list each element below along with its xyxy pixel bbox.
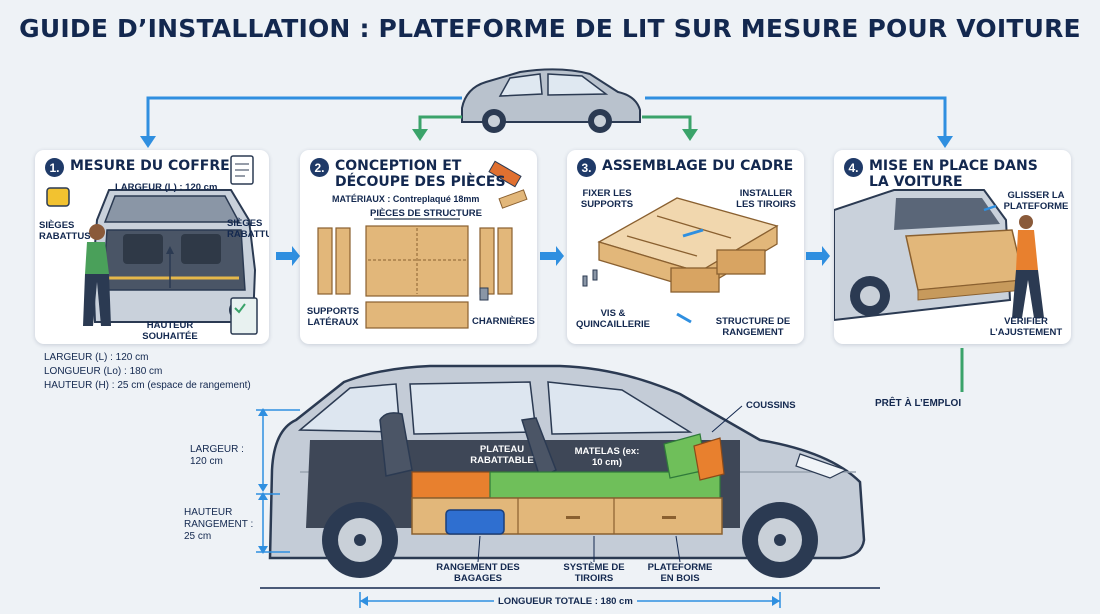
step-3-screws-label: VIS & QUINCAILLERIE bbox=[576, 308, 650, 330]
step-2-title: CONCEPTION ET DÉCOUPE DES PIÈCES bbox=[335, 158, 506, 190]
step-3-title: ASSEMBLAGE DU CADRE bbox=[602, 158, 794, 174]
step-2-number: 2. bbox=[310, 158, 329, 177]
step-4-title: MISE EN PLACE DANS LA VOITURE bbox=[869, 158, 1038, 190]
cushions-label: COUSSINS bbox=[746, 400, 796, 411]
step-1-height-label: HAUTEUR SOUHAITÉE bbox=[142, 320, 198, 342]
step-3-card: 3. ASSEMBLAGE DU CADRE FIXER LES SUPPORT… bbox=[567, 150, 804, 344]
step-4-slide-label: GLISSER LA PLATEFORME bbox=[1003, 190, 1069, 212]
mattress-label: MATELAS (ex: 10 cm) bbox=[574, 446, 640, 468]
step-4-check-label: VÉRIFIER L’AJUSTEMENT bbox=[989, 316, 1063, 338]
step-4-number: 4. bbox=[844, 158, 863, 177]
platform-label: PLATEFORME EN BOIS bbox=[647, 562, 713, 584]
step-4-header: 4. MISE EN PLACE DANS LA VOITURE bbox=[844, 158, 1039, 190]
screws-icon bbox=[582, 269, 598, 287]
step-3-number: 3. bbox=[577, 158, 596, 177]
step-1-seats-right-label: SIÈGES RABATTUS bbox=[227, 218, 269, 240]
page-title: GUIDE D’INSTALLATION : PLATEFORME DE LIT… bbox=[19, 14, 1081, 43]
step-4-illustration bbox=[834, 189, 1044, 322]
hinge-icon bbox=[479, 287, 489, 301]
step-3-header: 3. ASSEMBLAGE DU CADRE bbox=[577, 158, 793, 177]
step-1-width-label: LARGEUR (L) : 120 cm bbox=[115, 182, 218, 193]
step-1-title: MESURE DU COFFRE bbox=[70, 158, 230, 174]
step-2-header: 2. CONCEPTION ET DÉCOUPE DES PIÈCES bbox=[310, 158, 535, 190]
dim-length: LONGUEUR (Lo) : 180 cm bbox=[44, 366, 163, 377]
step-1-number: 1. bbox=[45, 158, 64, 177]
saw-icon bbox=[488, 160, 522, 188]
car-width-label: LARGEUR : 120 cm bbox=[190, 444, 244, 467]
top-car-icon bbox=[461, 68, 641, 133]
step-3-illustration bbox=[582, 197, 779, 324]
step-2-side-supports-label: SUPPORTS LATÉRAUX bbox=[306, 306, 360, 328]
step-1-seats-left-label: SIÈGES RABATTUS bbox=[39, 220, 91, 242]
step-2-illustration bbox=[317, 160, 528, 329]
luggage-icon bbox=[445, 509, 505, 535]
folding-tray-label: PLATEAU RABATTABLE bbox=[470, 444, 534, 466]
step-2-structure-label: PIÈCES DE STRUCTURE bbox=[370, 208, 482, 219]
step-4-card: 4. MISE EN PLACE DANS LA VOITURE GLISSER… bbox=[834, 150, 1071, 344]
clipboard-icon bbox=[230, 297, 258, 335]
total-length-label: LONGUEUR TOTALE : 180 cm bbox=[494, 596, 637, 607]
ready-label: PRÊT À L’EMPLOI bbox=[875, 398, 962, 409]
dim-height: HAUTEUR (H) : 25 cm (espace de rangement… bbox=[44, 380, 251, 391]
step-3-storage-structure-label: STRUCTURE DE RANGEMENT bbox=[715, 316, 791, 338]
step-1-card: 1. MESURE DU COFFRE LARGEUR (L) : 120 cm… bbox=[35, 150, 269, 344]
step-3-install-drawers-label: INSTALLER LES TIROIRS bbox=[736, 188, 796, 210]
drawers-label: SYSTÈME DE TIROIRS bbox=[563, 562, 625, 584]
luggage-label: RANGEMENT DES BAGAGES bbox=[436, 562, 520, 584]
tape-measure-icon bbox=[46, 187, 70, 207]
step-1-header: 1. MESURE DU COFFRE bbox=[45, 158, 230, 177]
step-2-hinges-label: CHARNIÈRES bbox=[472, 316, 535, 327]
dim-width: LARGEUR (L) : 120 cm bbox=[44, 352, 149, 363]
step-3-fix-supports-label: FIXER LES SUPPORTS bbox=[580, 188, 634, 210]
car-storage-height-label: HAUTEUR RANGEMENT : 25 cm bbox=[184, 507, 254, 542]
step-2-card: 2. CONCEPTION ET DÉCOUPE DES PIÈCES MATÉ… bbox=[300, 150, 537, 344]
step-1-illustration bbox=[46, 155, 258, 335]
step-2-material-label: MATÉRIAUX : Contreplaqué 18mm bbox=[332, 194, 480, 204]
